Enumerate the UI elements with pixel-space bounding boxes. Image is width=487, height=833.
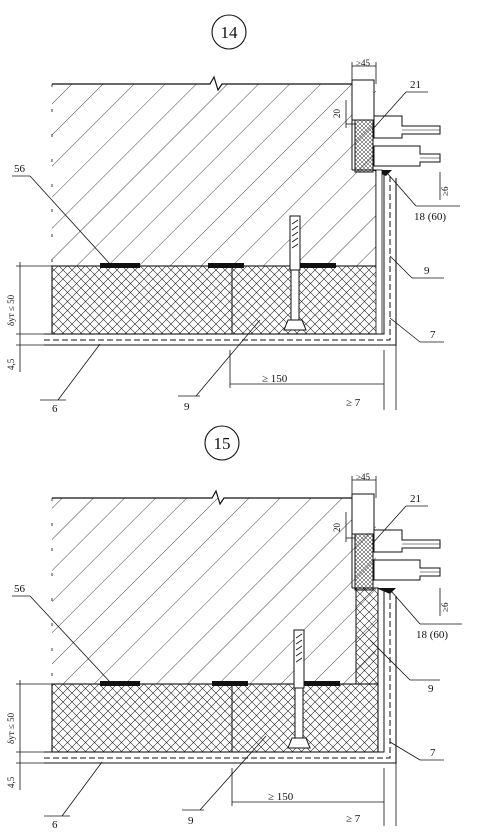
label-9-top: 9 bbox=[428, 683, 434, 695]
dimension-lines bbox=[16, 476, 441, 826]
dim-150: ≥ 150 bbox=[262, 373, 288, 385]
dim-thickness: δут ≤ 50 bbox=[6, 294, 16, 326]
adhesive-spot bbox=[100, 681, 140, 686]
leader-lines bbox=[12, 91, 460, 401]
detail-15: 15 bbox=[6, 425, 462, 831]
dim-6: ≥6 bbox=[440, 186, 450, 196]
dim-7: ≥ 7 bbox=[346, 813, 361, 825]
window-frame bbox=[351, 79, 441, 176]
dim-top: ≥45 bbox=[356, 472, 370, 482]
dim-7: ≥ 7 bbox=[346, 397, 361, 409]
label-56: 56 bbox=[14, 163, 26, 175]
dim-20: 20 bbox=[332, 523, 342, 533]
dim-thickness: δут ≤ 50 bbox=[6, 712, 16, 744]
detail-number: 14 bbox=[221, 23, 239, 42]
detail-number-circle bbox=[204, 425, 240, 461]
label-18: 18 (60) bbox=[416, 629, 448, 641]
dim-20: 20 bbox=[332, 109, 342, 119]
detail-number-circle bbox=[211, 14, 247, 50]
label-6: 6 bbox=[52, 403, 58, 415]
label-56: 56 bbox=[14, 583, 26, 595]
label-9-bottom: 9 bbox=[184, 401, 190, 413]
detail-14: 14 bbox=[6, 14, 460, 415]
insulation-layer bbox=[51, 265, 379, 335]
concrete-slab bbox=[52, 498, 376, 684]
reveal-insulation bbox=[355, 587, 379, 685]
dim-150: ≥ 150 bbox=[268, 791, 294, 803]
insulation-layer bbox=[51, 683, 379, 753]
dim-top: ≥45 bbox=[356, 58, 370, 68]
anchor-dowel bbox=[283, 215, 307, 331]
break-line bbox=[52, 489, 352, 506]
break-line bbox=[52, 75, 352, 92]
leader-lines bbox=[12, 505, 462, 817]
label-6: 6 bbox=[52, 819, 58, 831]
dim-6: ≥6 bbox=[440, 602, 450, 612]
adhesive-spot bbox=[300, 263, 336, 268]
anchor-dowel bbox=[287, 629, 311, 749]
label-7: 7 bbox=[430, 329, 436, 341]
window-frame bbox=[351, 493, 441, 594]
dim-45: 4,5 bbox=[6, 358, 16, 370]
adhesive-spot bbox=[100, 263, 140, 268]
adhesive-spot bbox=[212, 681, 248, 686]
adhesive-spot bbox=[208, 263, 244, 268]
label-9-bottom: 9 bbox=[188, 815, 194, 827]
label-7: 7 bbox=[430, 747, 436, 759]
label-18: 18 (60) bbox=[414, 211, 446, 223]
dim-45: 4,5 bbox=[6, 776, 16, 788]
dimension-lines bbox=[16, 62, 441, 410]
concrete-slab bbox=[52, 84, 376, 266]
label-21: 21 bbox=[410, 79, 421, 91]
label-21: 21 bbox=[410, 493, 421, 505]
adhesive-spot bbox=[304, 681, 340, 686]
detail-number: 15 bbox=[214, 434, 231, 453]
label-9-top: 9 bbox=[424, 265, 430, 277]
